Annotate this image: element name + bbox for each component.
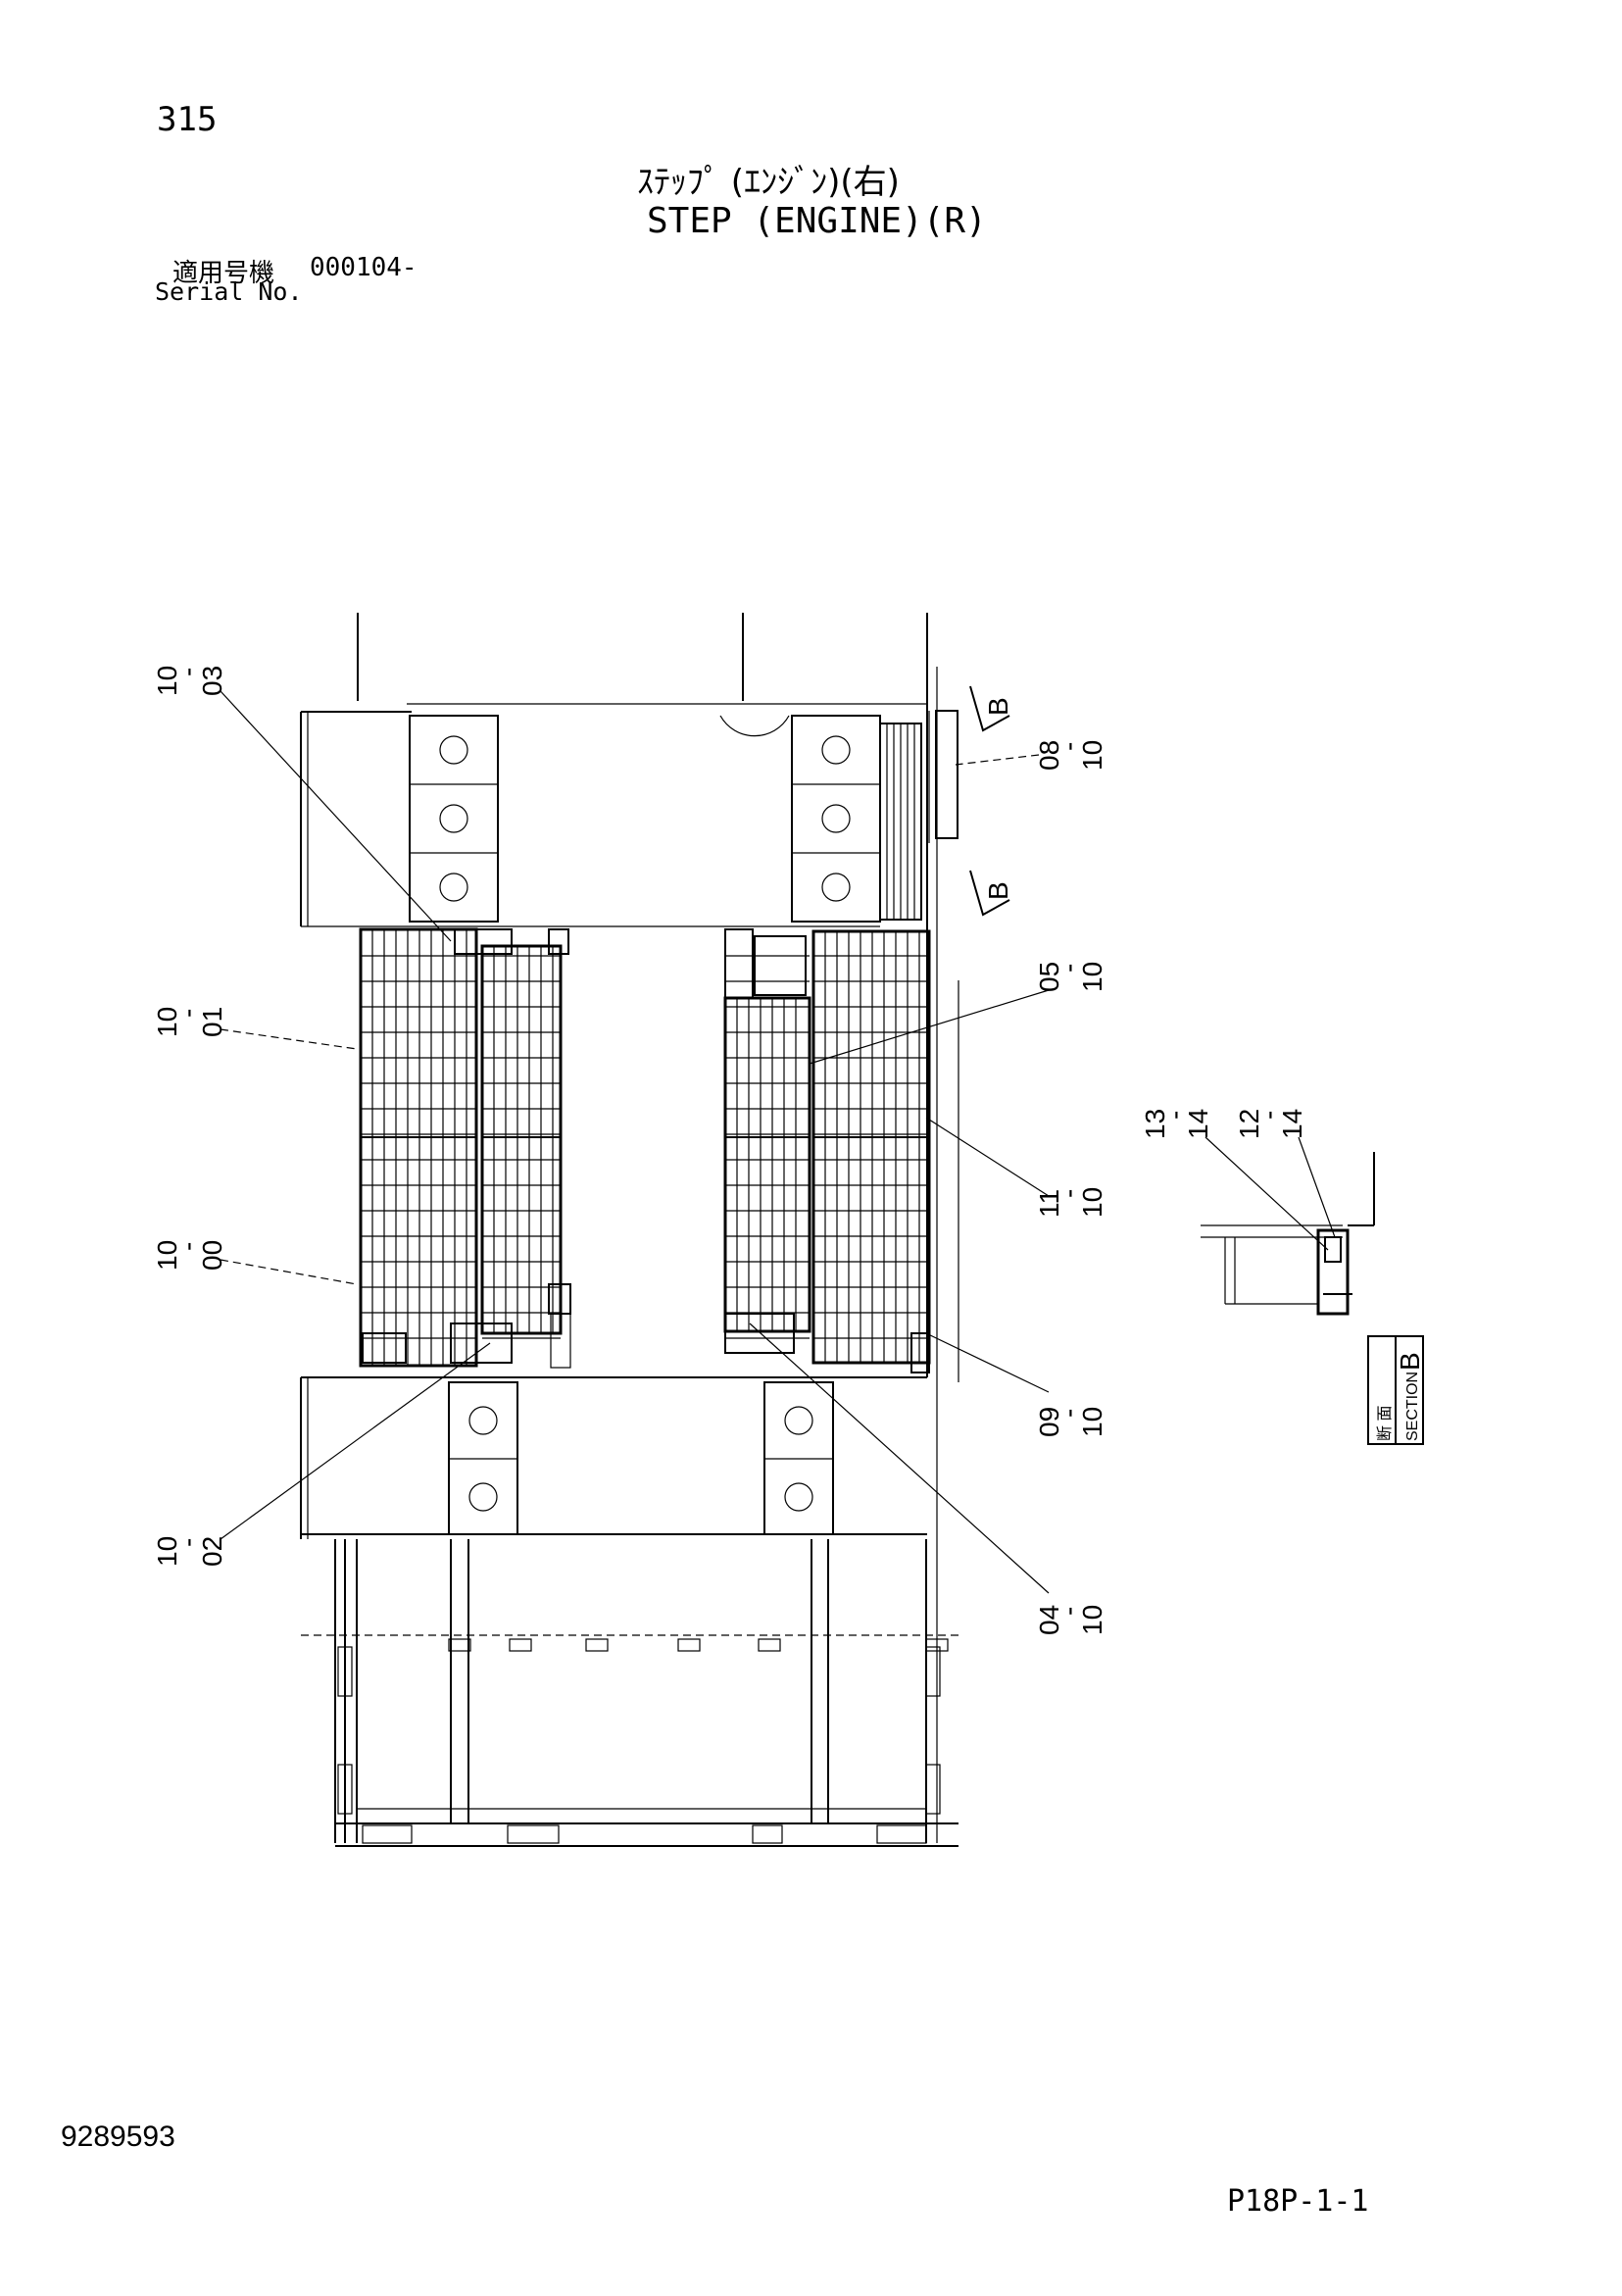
svg-text:-: - <box>172 1242 203 1251</box>
middle-beam <box>301 1376 927 1535</box>
page-number: 315 <box>157 100 218 139</box>
svg-text:10: 10 <box>152 666 182 696</box>
svg-text:-: - <box>1253 1111 1284 1120</box>
callout-08-10: 08 - 10 <box>1034 740 1107 771</box>
svg-text:14: 14 <box>1183 1109 1213 1139</box>
section-arrow-top-label: B <box>983 697 1013 716</box>
svg-text:11: 11 <box>1034 1189 1064 1218</box>
section-b-detail <box>1201 1152 1375 1316</box>
section-box-letter: B <box>1395 1352 1425 1371</box>
lower-frame <box>301 1539 958 1847</box>
top-beam <box>301 715 881 927</box>
callout-10-00: 10 - 00 <box>152 1240 227 1271</box>
svg-text:10: 10 <box>1077 1605 1107 1635</box>
serial-label-english: Serial No. <box>155 277 303 306</box>
callout-09-10: 09 - 10 <box>1034 1407 1107 1437</box>
svg-text:-: - <box>1054 1607 1084 1616</box>
svg-text:01: 01 <box>197 1007 227 1037</box>
svg-text:-: - <box>1159 1111 1190 1120</box>
svg-text:14: 14 <box>1277 1109 1307 1139</box>
callout-10-01: 10 - 01 <box>152 1007 227 1037</box>
svg-text:-: - <box>1054 964 1084 973</box>
callout-11-10: 11 - 10 <box>1034 1187 1107 1218</box>
svg-text:10: 10 <box>152 1007 182 1037</box>
svg-text:05: 05 <box>1034 962 1064 992</box>
svg-text:08: 08 <box>1034 740 1064 771</box>
frame-outline <box>300 613 959 1843</box>
grating-right <box>723 928 931 1373</box>
svg-text:-: - <box>1054 1189 1084 1198</box>
svg-text:10: 10 <box>1077 740 1107 771</box>
section-box-jp: 断 面 <box>1376 1406 1394 1441</box>
svg-text:02: 02 <box>197 1536 227 1567</box>
callout-05-10: 05 - 10 <box>1034 962 1107 992</box>
svg-text:04: 04 <box>1034 1605 1064 1635</box>
svg-text:-: - <box>1054 742 1084 751</box>
svg-text:12: 12 <box>1234 1109 1264 1139</box>
svg-text:-: - <box>1054 1409 1084 1418</box>
svg-text:10: 10 <box>1077 1407 1107 1437</box>
svg-text:09: 09 <box>1034 1407 1064 1437</box>
svg-text:-: - <box>172 668 203 676</box>
serial-number-value: 000104- <box>310 253 418 282</box>
section-box-en: SECTION <box>1404 1372 1421 1441</box>
svg-text:10: 10 <box>152 1536 182 1567</box>
title-japanese: ｽﾃｯﾌﾟ (ｴﾝｼﾞﾝ)(右) <box>637 163 900 202</box>
callout-04-10: 04 - 10 <box>1034 1605 1107 1635</box>
section-arrows: B B <box>969 685 1013 917</box>
svg-text:-: - <box>172 1009 203 1018</box>
svg-text:00: 00 <box>197 1240 227 1271</box>
document-number: 9289593 <box>61 2121 175 2153</box>
svg-text:10: 10 <box>152 1240 182 1271</box>
grating-left <box>359 927 571 1369</box>
svg-text:03: 03 <box>197 666 227 696</box>
callout-13-14: 13 - 14 <box>1140 1109 1213 1139</box>
section-label-box: 断 面 SECTION B <box>1367 1335 1425 1445</box>
callout-12-14: 12 - 14 <box>1234 1109 1307 1139</box>
svg-text:10: 10 <box>1077 1187 1107 1218</box>
callout-10-03: 10 - 03 <box>152 666 227 696</box>
svg-text:13: 13 <box>1140 1109 1170 1139</box>
serial-label-japanese: 適用号機 <box>172 259 275 288</box>
grating-08 <box>879 710 958 921</box>
section-arrow-bottom-label: B <box>983 881 1013 900</box>
callout-10-02: 10 - 02 <box>152 1536 227 1567</box>
leader-lines <box>220 690 1336 1594</box>
svg-text:-: - <box>172 1538 203 1547</box>
page-code: P18P-1-1 <box>1227 2184 1369 2219</box>
svg-text:10: 10 <box>1077 962 1107 992</box>
title-english: STEP (ENGINE)(R) <box>647 201 987 241</box>
